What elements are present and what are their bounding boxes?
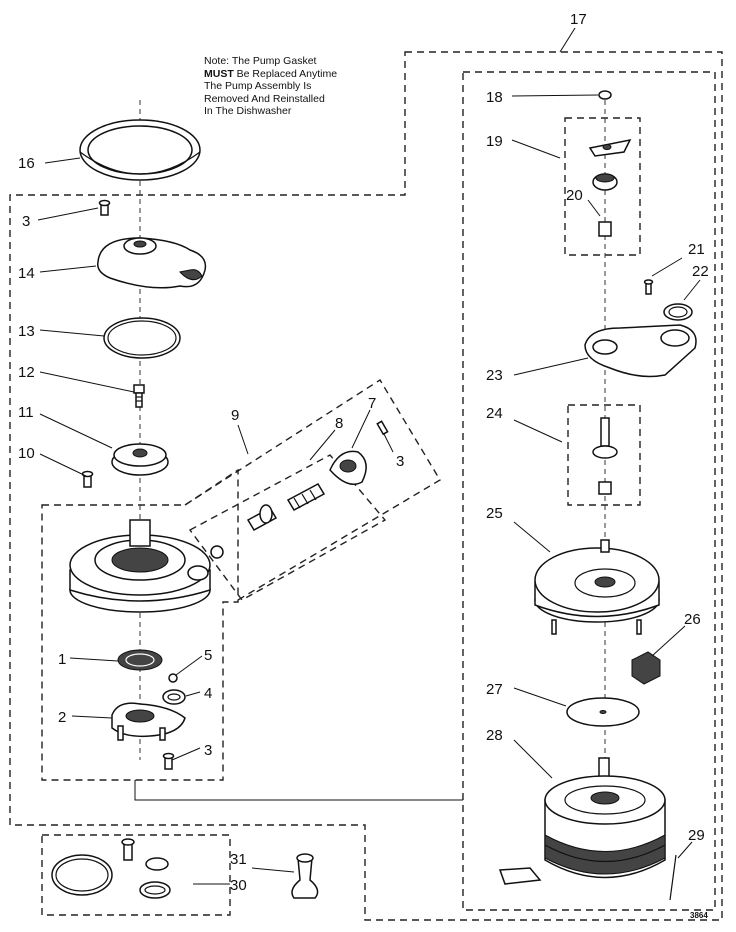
callout-3-bottom: 3 xyxy=(204,742,212,759)
note-line-1: Note: The Pump Gasket xyxy=(204,55,317,67)
lower-housing-part xyxy=(111,702,186,741)
screw-part-top xyxy=(98,199,111,216)
drain-valve-parts xyxy=(210,420,389,559)
callout-24: 24 xyxy=(486,405,503,422)
motor-clip-part xyxy=(631,651,661,685)
drain-valve-assembly-boundary xyxy=(184,379,441,601)
callout-31: 31 xyxy=(230,851,247,868)
callout-27: 27 xyxy=(486,681,503,698)
note-line-2: MUST Be Replaced Anytime xyxy=(204,68,404,81)
small-gasket-part xyxy=(162,689,186,705)
leader-lines xyxy=(37,27,701,885)
kit-valve-part xyxy=(291,857,319,899)
pump-gasket-note: Note: The Pump Gasket MUST Be Replaced A… xyxy=(204,55,404,118)
callout-4: 4 xyxy=(204,685,212,702)
bearing-sleeve-part xyxy=(598,221,612,237)
pump-gasket-part xyxy=(79,119,201,181)
kit-seal-part xyxy=(145,857,169,871)
drawing-code: 3864 xyxy=(690,911,708,920)
note-line-2-rest: Be Replaced Anytime xyxy=(233,67,338,80)
note-line-3: The Pump Assembly Is xyxy=(204,80,312,92)
valve-parts-inner-boundary xyxy=(188,454,387,601)
callout-17: 17 xyxy=(570,11,587,28)
callout-30: 30 xyxy=(230,877,247,894)
screw-part-10 xyxy=(81,470,94,488)
assembly-boundaries xyxy=(9,51,723,921)
kit-ring-part xyxy=(139,881,171,899)
callout-3-valve: 3 xyxy=(396,453,404,470)
wire-tie-part xyxy=(669,854,677,901)
callout-18: 18 xyxy=(486,89,503,106)
callout-10: 10 xyxy=(18,445,35,462)
callout-13: 13 xyxy=(18,323,35,340)
shaft-seal-boundary xyxy=(567,404,641,506)
note-must: MUST xyxy=(204,67,234,80)
callout-26: 26 xyxy=(684,611,701,628)
callout-29: 29 xyxy=(688,827,705,844)
callout-22: 22 xyxy=(692,263,709,280)
pump-to-motor-connector xyxy=(134,780,463,801)
callout-28: 28 xyxy=(486,727,503,744)
impeller-bolt-part xyxy=(133,384,145,408)
callout-25: 25 xyxy=(486,505,503,522)
callout-23: 23 xyxy=(486,367,503,384)
filter-screen-part xyxy=(117,649,163,671)
kit-gasket-part xyxy=(51,854,113,896)
callout-14: 14 xyxy=(18,265,35,282)
callout-2: 2 xyxy=(58,709,66,726)
callout-labels: 16 3 14 13 12 11 10 1 2 3 4 5 9 8 7 3 17… xyxy=(18,11,709,920)
o-ring-part xyxy=(103,317,181,359)
kit-parts xyxy=(51,838,319,899)
note-line-4: Removed And Reinstalled xyxy=(204,92,325,105)
kit-boundary xyxy=(41,834,231,916)
callout-3-top: 3 xyxy=(22,213,30,230)
callout-12: 12 xyxy=(18,364,35,381)
bearing-group-boundary xyxy=(564,117,641,256)
check-ball-part xyxy=(168,673,178,683)
callout-9: 9 xyxy=(231,407,239,424)
callout-19: 19 xyxy=(486,133,503,150)
callout-16: 16 xyxy=(18,155,35,172)
callout-7: 7 xyxy=(368,395,376,412)
pump-cover-part xyxy=(97,237,207,289)
callout-8: 8 xyxy=(335,415,343,432)
impeller-part xyxy=(111,443,169,476)
callout-11: 11 xyxy=(18,404,34,421)
seal-ring-part xyxy=(663,303,693,321)
note-line-5: In The Dishwasher xyxy=(204,105,292,117)
callout-21: 21 xyxy=(688,241,705,258)
motor-assembly-boundary xyxy=(462,71,716,911)
assembly-axes xyxy=(139,100,606,840)
motor-assembly-parts xyxy=(498,90,697,901)
outer-assembly-boundary xyxy=(9,51,723,921)
callout-1: 1 xyxy=(58,651,66,668)
bearing-cap-part xyxy=(598,90,612,100)
shaft-seal-part xyxy=(600,417,610,447)
callout-20: 20 xyxy=(566,187,583,204)
screw-part-bottom xyxy=(162,752,175,770)
callout-5: 5 xyxy=(204,647,212,664)
pump-housing-part xyxy=(69,519,211,613)
